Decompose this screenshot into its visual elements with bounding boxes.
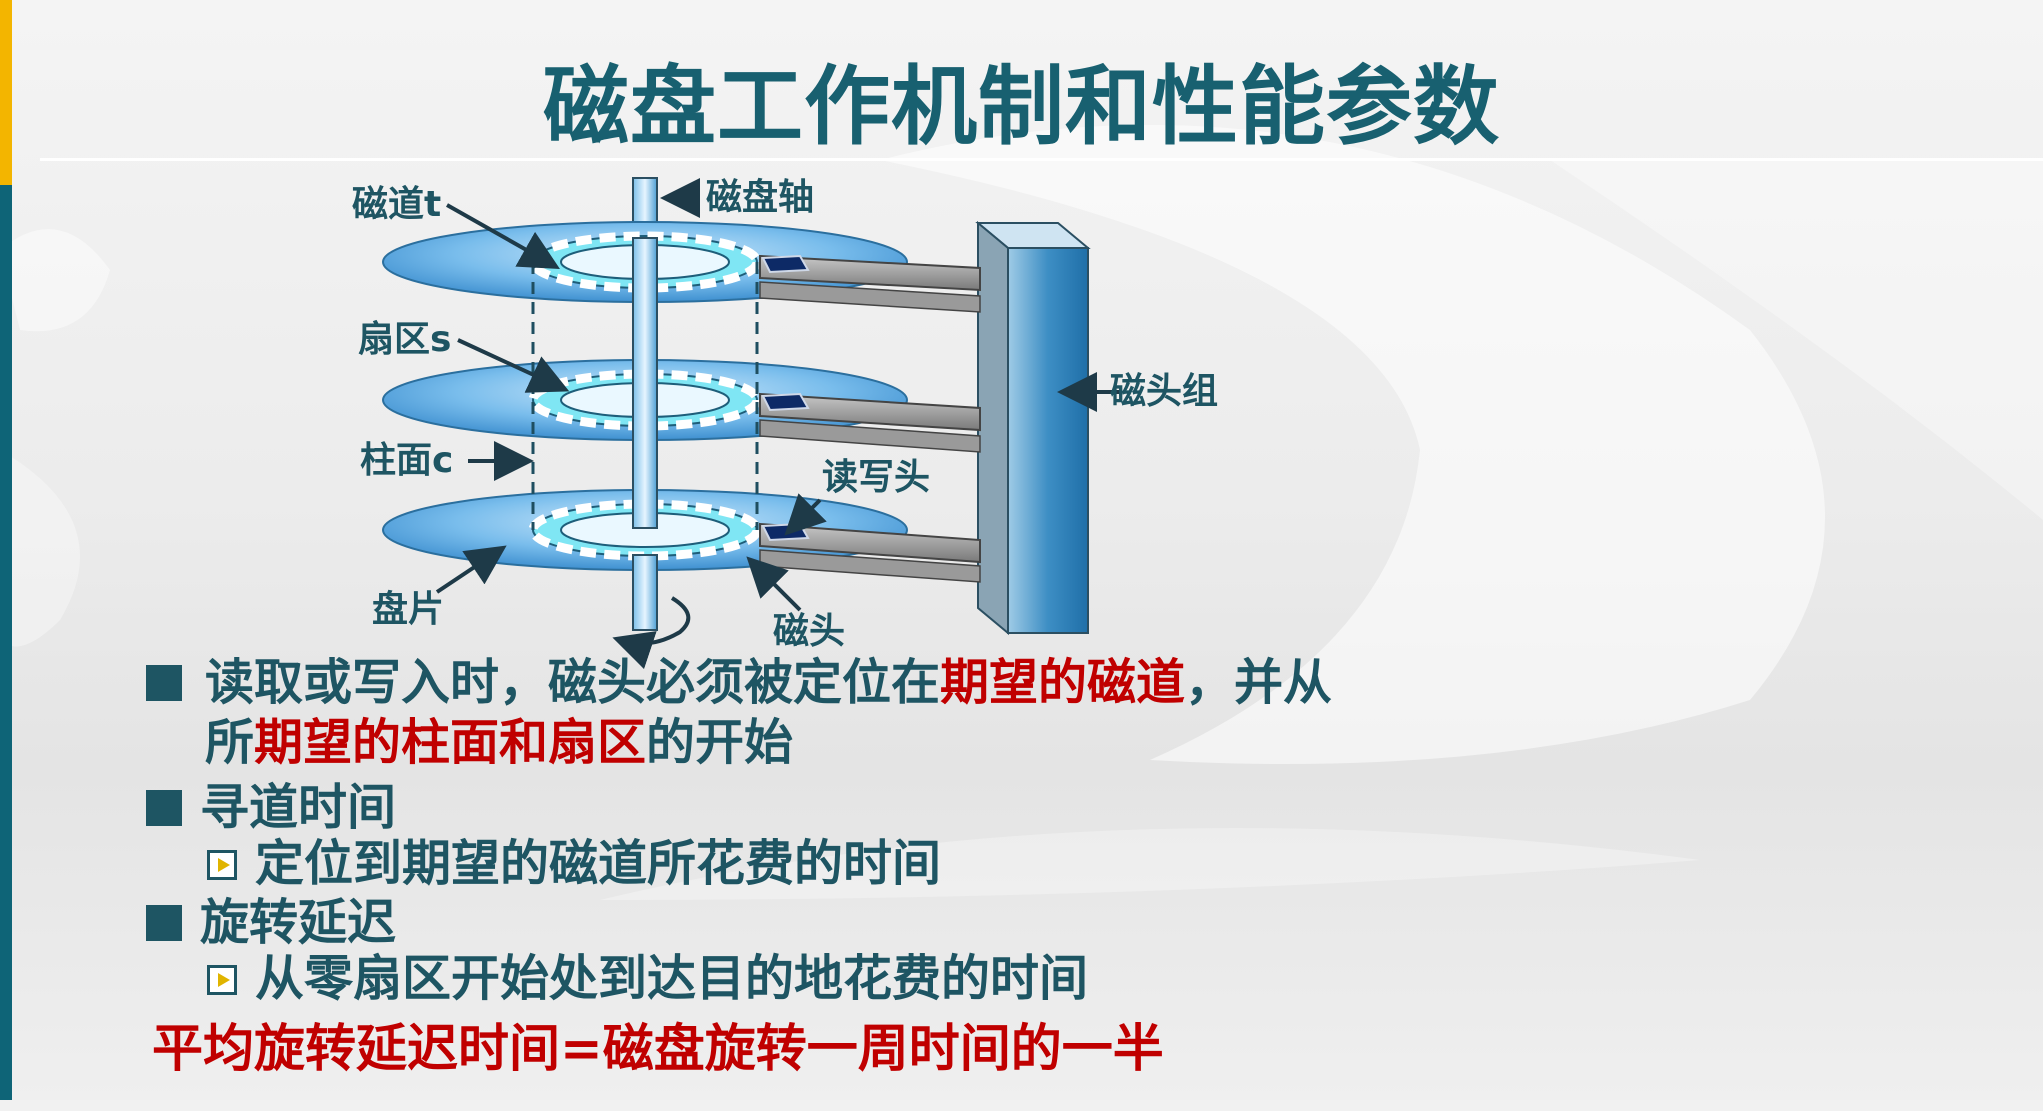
label-spindle: 磁盘轴 (706, 177, 815, 218)
bullet-1-text-c: 所 (205, 714, 255, 771)
rotation-arrow-icon (612, 596, 691, 670)
bullet-1-emphasis-b: 期望的柱面和扇区 (254, 714, 647, 771)
bullet-1-line-2: 所期望的柱面和扇区的开始 (205, 712, 793, 774)
bullet-3: 旋转延迟 (200, 894, 397, 951)
triangle-bullet-icon (207, 850, 237, 880)
bullet-1-text-a: 读取或写入时，磁头必须被定位在 (205, 654, 941, 711)
bullet-1-text-d: 的开始 (646, 714, 794, 771)
callout-arrows (435, 178, 1122, 612)
label-track: 磁道t (352, 184, 442, 225)
cylinder-outline (531, 262, 759, 530)
head-stack (975, 220, 1091, 636)
title-divider (40, 158, 2043, 161)
label-rw-head: 读写头 (822, 457, 931, 498)
label-platter: 盘片 (372, 589, 445, 630)
accent-bar-teal (0, 185, 12, 1100)
bullet-1-text-b: ，并从 (1185, 654, 1333, 711)
label-sector: 扇区s (358, 319, 452, 360)
square-bullet-icon (146, 665, 182, 701)
square-bullet-icon (146, 790, 182, 826)
square-bullet-icon (146, 905, 182, 941)
label-head-stack: 磁头组 (1110, 371, 1219, 412)
bottom-strip (0, 1100, 2043, 1111)
slide-title: 磁盘工作机制和性能参数 (543, 57, 1500, 157)
triangle-bullet-icon (207, 965, 237, 995)
bullet-1-emphasis-a: 期望的磁道 (940, 654, 1186, 711)
actuator-arms (759, 254, 981, 583)
bullet-1-line-1: 读取或写入时，磁头必须被定位在期望的磁道，并从 (205, 652, 1332, 714)
bullet-2-sub: 定位到期望的磁道所花费的时间 (255, 835, 942, 892)
bullet-3-sub: 从零扇区开始处到达目的地花费的时间 (255, 950, 1089, 1007)
accent-bar-yellow (0, 0, 12, 185)
footer-note: 平均旋转延迟时间=磁盘旋转一周时间的一半 (152, 1020, 1164, 1079)
bullet-2: 寻道时间 (200, 779, 397, 836)
label-cylinder: 柱面c (360, 440, 454, 481)
label-head: 磁头 (773, 611, 846, 652)
